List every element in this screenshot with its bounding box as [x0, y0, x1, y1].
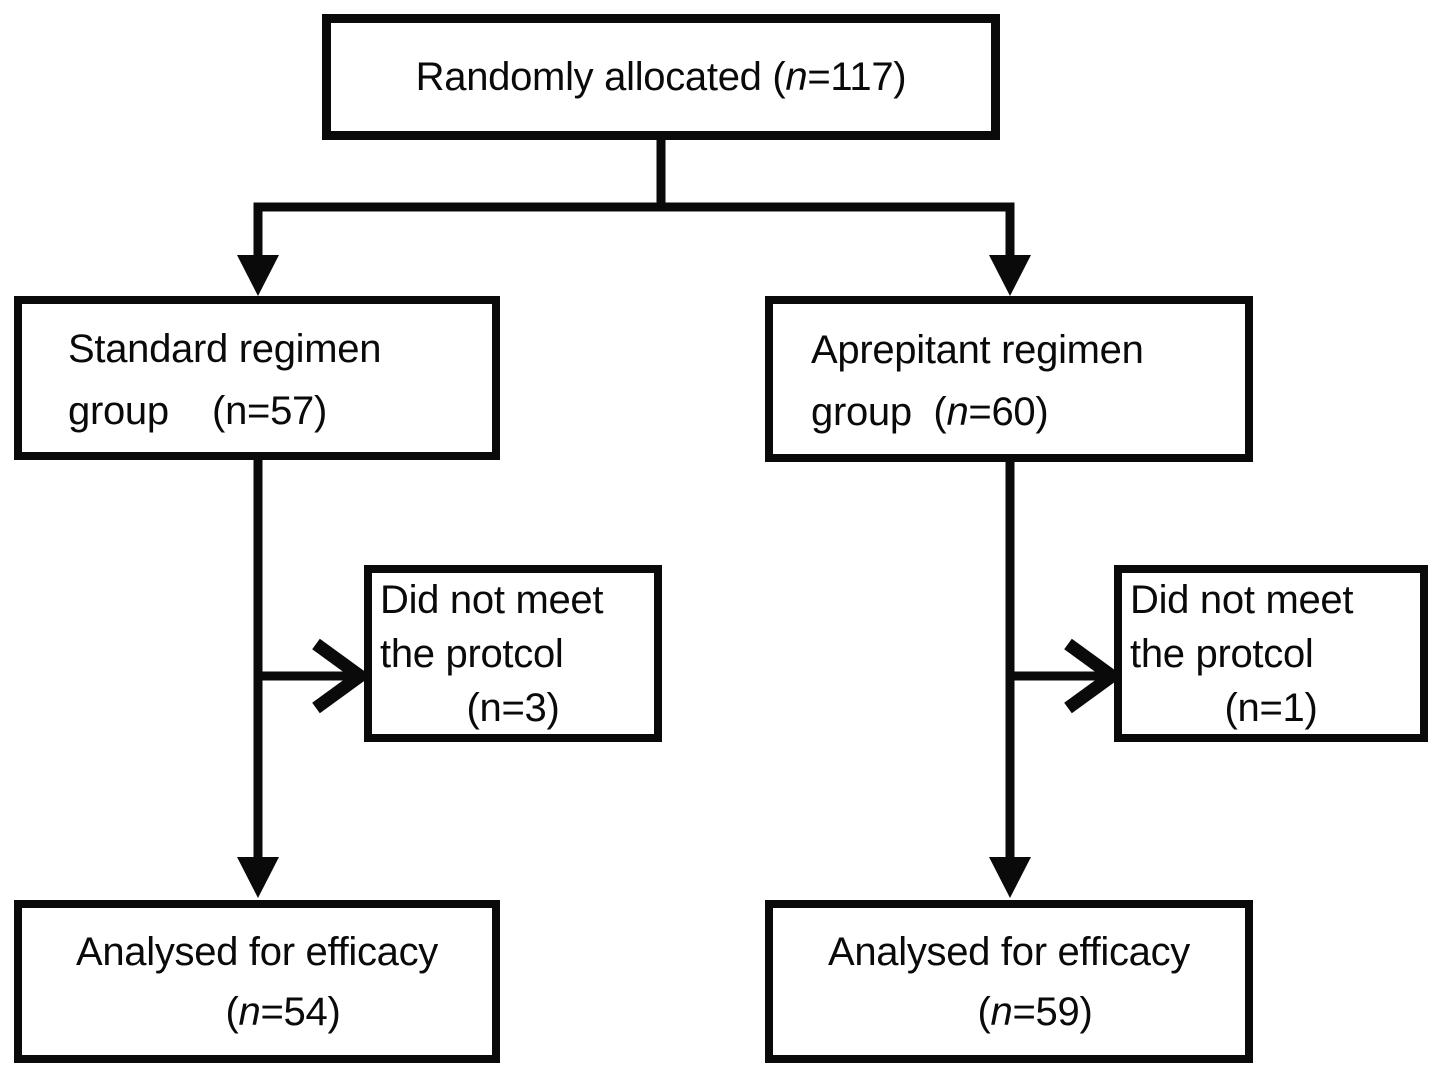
excluded-standard-line2: the protcol: [380, 631, 564, 676]
allocated-text-post: =117): [807, 54, 907, 99]
aprepitant-group-line2: group (n=60): [811, 381, 1245, 443]
excluded-aprepitant-count: (n=1): [1130, 681, 1420, 735]
arrowhead-analysed-aprepitant: [989, 857, 1031, 898]
excluded-aprepitant-line2: the protcol: [1130, 631, 1314, 676]
connectors: [253, 137, 1124, 861]
standard-group-line2-post: =57): [247, 389, 328, 433]
analysed-aprepitant-n-symbol: n: [990, 989, 1013, 1034]
analysed-standard-count-pre: (: [225, 989, 239, 1034]
excluded-standard-count: (n=3): [380, 681, 654, 735]
allocated-text-pre: Randomly allocated (: [415, 54, 786, 99]
analysed-standard-line1: Analysed for efficacy: [75, 929, 439, 974]
analysed-aprepitant-line1: Analysed for efficacy: [827, 929, 1191, 974]
chevron-arrow-excluded-aprepitant: [1064, 638, 1124, 714]
aprepitant-group-n-symbol: n: [946, 390, 969, 434]
analysed-standard-box: Analysed for efficacy (n=54): [14, 900, 500, 1063]
aprepitant-group-line1: Aprepitant regimen: [811, 328, 1144, 372]
excluded-aprepitant-count-pre: (: [1224, 685, 1238, 730]
randomly-allocated-text: Randomly allocated (n=117): [416, 55, 907, 100]
excluded-aprepitant-count-post: =1): [1259, 685, 1318, 730]
excluded-standard-count-pre: (: [466, 685, 480, 730]
excluded-standard-count-post: =3): [501, 685, 560, 730]
arrowhead-standard-group: [237, 255, 279, 296]
standard-group-line2: group (n=57): [68, 380, 492, 442]
randomly-allocated-box: Randomly allocated (n=117): [322, 14, 1000, 140]
aprepitant-regimen-group-box: Aprepitant regimen group (n=60): [765, 296, 1253, 462]
excluded-standard-line1: Did not meet: [380, 577, 604, 622]
arrowheads: [237, 255, 1031, 898]
arrowhead-analysed-standard: [237, 857, 279, 898]
aprepitant-group-line2-pre: group (: [811, 390, 947, 434]
analysed-standard-count: (n=54): [22, 982, 492, 1042]
analysed-standard-count-post: =54): [260, 989, 341, 1034]
aprepitant-group-line2-post: =60): [968, 390, 1049, 434]
excluded-standard-n-symbol: n: [479, 685, 502, 730]
excluded-aprepitant-line1: Did not meet: [1130, 577, 1354, 622]
split-connector: [253, 202, 1015, 260]
standard-group-line2-pre: group (: [68, 389, 226, 433]
standard-group-line1: Standard regimen: [68, 327, 382, 371]
standard-regimen-group-box: Standard regimen group (n=57): [14, 296, 500, 460]
chevron-arrow-excluded-standard: [312, 638, 372, 714]
standard-group-n-symbol: n: [225, 389, 248, 433]
excluded-aprepitant-n-symbol: n: [1237, 685, 1260, 730]
analysed-aprepitant-count: (n=59): [773, 982, 1245, 1042]
arrowhead-aprepitant-group: [989, 255, 1031, 296]
analysed-aprepitant-box: Analysed for efficacy (n=59): [765, 900, 1253, 1063]
excluded-aprepitant-box: Did not meet the protcol (n=1): [1114, 565, 1428, 742]
analysed-aprepitant-count-post: =59): [1012, 989, 1093, 1034]
analysed-standard-n-symbol: n: [238, 989, 261, 1034]
allocated-n-symbol: n: [785, 54, 808, 99]
excluded-standard-box: Did not meet the protcol (n=3): [364, 565, 662, 742]
analysed-aprepitant-count-pre: (: [977, 989, 991, 1034]
